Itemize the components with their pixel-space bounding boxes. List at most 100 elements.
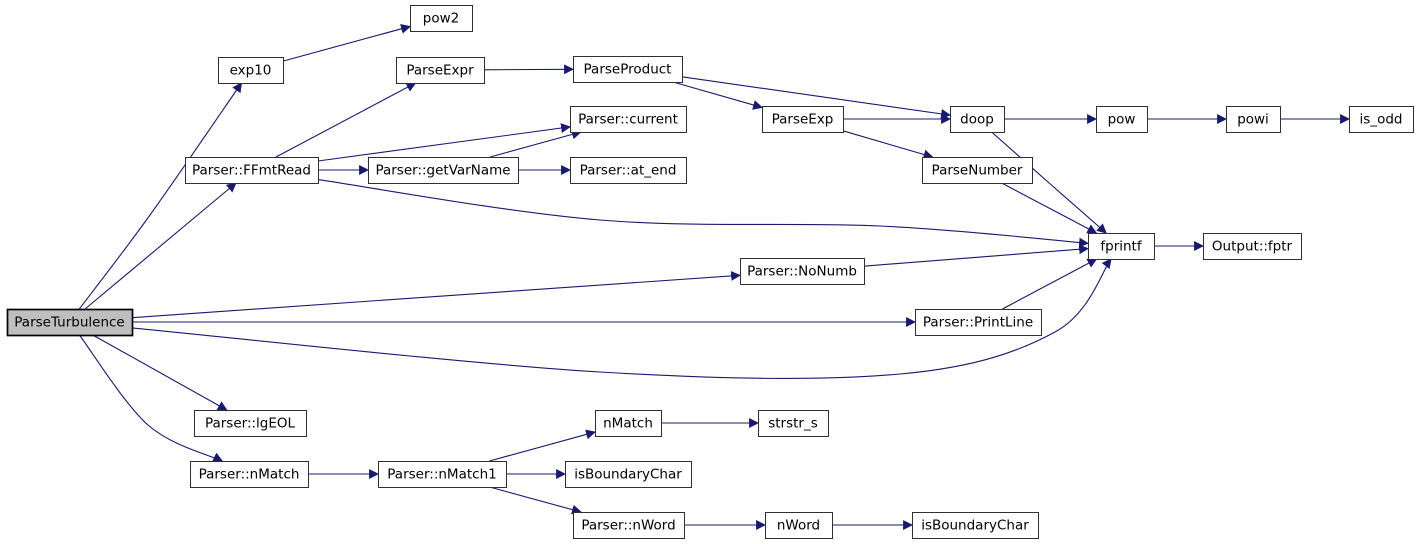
node-label-nMatch: nMatch [603, 416, 653, 432]
node-ParseExp[interactable]: ParseExp [762, 106, 844, 133]
node-box-NoNumb[interactable] [740, 258, 865, 285]
edge-FFmtRead-fprintf [317, 178, 1089, 248]
node-box-ParseNumber[interactable] [922, 157, 1033, 184]
node-label-is_odd: is_odd [1360, 112, 1403, 128]
edge-ParseTurbulence-lgEOL [92, 334, 228, 411]
edge-ParseExp-ParseNumber [842, 130, 934, 160]
node-box-pow[interactable] [1096, 106, 1148, 133]
node-fprintf[interactable]: fprintf [1088, 233, 1155, 260]
edge-ParseProduct-doop [681, 76, 951, 119]
node-strstr_s[interactable]: strstr_s [758, 410, 829, 437]
edge-doop-fprintf [991, 131, 1107, 234]
node-box-getVarName[interactable] [368, 157, 519, 184]
edge-exp10-pow2 [282, 24, 411, 62]
node-box-PrintLine[interactable] [915, 309, 1042, 336]
node-ParseTurbulence[interactable]: ParseTurbulence [6, 308, 134, 337]
node-label-isBoundaryChar2: isBoundaryChar [921, 518, 1029, 534]
edge-FFmtRead-ParseExpr [275, 82, 417, 158]
node-box-nWordP[interactable] [573, 512, 685, 539]
node-label-powi: powi [1237, 112, 1269, 128]
node-pow[interactable]: pow [1096, 106, 1148, 133]
node-ParseExpr[interactable]: ParseExpr [396, 57, 485, 84]
node-label-ParseProduct: ParseProduct [584, 62, 672, 78]
edge-ParseNumber-fprintf [1001, 182, 1098, 234]
edge-ParseTurbulence-FFmtRead [84, 182, 237, 310]
node-NoNumb[interactable]: Parser::NoNumb [740, 258, 865, 285]
node-nWordP[interactable]: Parser::nWord [573, 512, 685, 539]
edge-getVarName-current [490, 129, 582, 158]
node-box-lgEOL[interactable] [194, 410, 307, 437]
node-box-nWord[interactable] [765, 512, 833, 539]
node-isBoundaryChar2[interactable]: isBoundaryChar [912, 512, 1039, 539]
node-doop[interactable]: doop [950, 106, 1005, 133]
node-box-isBoundaryChar1[interactable] [565, 461, 692, 488]
node-box-ParseTurbulence[interactable] [6, 308, 134, 337]
node-label-NoNumb: Parser::NoNumb [747, 264, 857, 280]
node-getVarName[interactable]: Parser::getVarName [368, 157, 519, 184]
node-box-exp10[interactable] [218, 57, 284, 84]
node-label-nWord: nWord [777, 518, 820, 534]
node-label-ParseTurbulence: ParseTurbulence [14, 315, 124, 331]
node-label-ParseExpr: ParseExpr [406, 63, 474, 79]
node-label-nMatch1P: Parser::nMatch1 [387, 467, 496, 483]
node-nMatch[interactable]: nMatch [595, 410, 662, 437]
node-PrintLine[interactable]: Parser::PrintLine [915, 309, 1042, 336]
node-box-strstr_s[interactable] [758, 410, 829, 437]
node-nWord[interactable]: nWord [765, 512, 833, 539]
node-label-lgEOL: Parser::lgEOL [205, 416, 296, 432]
node-box-powi[interactable] [1226, 106, 1281, 133]
node-box-at_end[interactable] [570, 157, 687, 184]
node-label-OutputFptr: Output::fptr [1212, 239, 1293, 255]
node-ParseNumber[interactable]: ParseNumber [922, 157, 1033, 184]
node-OutputFptr[interactable]: Output::fptr [1203, 233, 1302, 260]
node-label-FFmtRead: Parser::FFmtRead [192, 163, 311, 179]
node-box-pow2[interactable] [410, 5, 473, 32]
node-box-doop[interactable] [950, 106, 1005, 133]
edge-ParseTurbulence-exp10 [78, 82, 243, 310]
edge-ParseTurbulence-nMatchP [78, 334, 224, 462]
edge-ParseTurbulence-NoNumb [131, 270, 741, 319]
node-box-ParseProduct[interactable] [573, 56, 683, 83]
edge-nMatch1P-nWordP [489, 486, 582, 515]
node-nMatch1P[interactable]: Parser::nMatch1 [378, 461, 507, 488]
node-label-current: Parser::current [578, 112, 678, 128]
node-powi[interactable]: powi [1226, 106, 1281, 133]
node-box-isBoundaryChar2[interactable] [912, 512, 1039, 539]
node-isBoundaryChar1[interactable]: isBoundaryChar [565, 461, 692, 488]
node-label-ParseExp: ParseExp [772, 112, 834, 128]
node-label-getVarName: Parser::getVarName [375, 163, 510, 179]
node-current[interactable]: Parser::current [570, 106, 687, 133]
node-label-strstr_s: strstr_s [768, 416, 818, 432]
node-nMatchP[interactable]: Parser::nMatch [190, 461, 309, 488]
node-box-fprintf[interactable] [1088, 233, 1155, 260]
edge-nMatch1P-nMatch [489, 429, 596, 462]
node-label-nWordP: Parser::nWord [581, 518, 675, 534]
edge-PrintLine-fprintf [1002, 258, 1098, 310]
node-at_end[interactable]: Parser::at_end [570, 157, 687, 184]
node-lgEOL[interactable]: Parser::lgEOL [194, 410, 307, 437]
node-label-at_end: Parser::at_end [580, 163, 677, 179]
node-box-OutputFptr[interactable] [1203, 233, 1302, 260]
node-box-FFmtRead[interactable] [185, 157, 319, 184]
node-label-pow: pow [1108, 112, 1136, 128]
node-is_odd[interactable]: is_odd [1349, 106, 1414, 133]
edge-ParseTurbulence-fprintf [131, 258, 1112, 379]
node-label-PrintLine: Parser::PrintLine [923, 315, 1033, 331]
node-label-exp10: exp10 [230, 63, 272, 79]
node-FFmtRead[interactable]: Parser::FFmtRead [185, 157, 319, 184]
node-ParseProduct[interactable]: ParseProduct [573, 56, 683, 83]
node-label-fprintf: fprintf [1100, 239, 1142, 255]
node-box-ParseExpr[interactable] [396, 57, 485, 84]
node-box-is_odd[interactable] [1349, 106, 1414, 133]
node-box-ParseExp[interactable] [762, 106, 844, 133]
node-box-current[interactable] [570, 106, 687, 133]
node-box-nMatch[interactable] [595, 410, 662, 437]
node-box-nMatch1P[interactable] [378, 461, 507, 488]
edge-FFmtRead-current [317, 123, 571, 162]
node-pow2[interactable]: pow2 [410, 5, 473, 32]
edge-NoNumb-fprintf [863, 244, 1089, 267]
node-box-nMatchP[interactable] [190, 461, 309, 488]
node-exp10[interactable]: exp10 [218, 57, 284, 84]
